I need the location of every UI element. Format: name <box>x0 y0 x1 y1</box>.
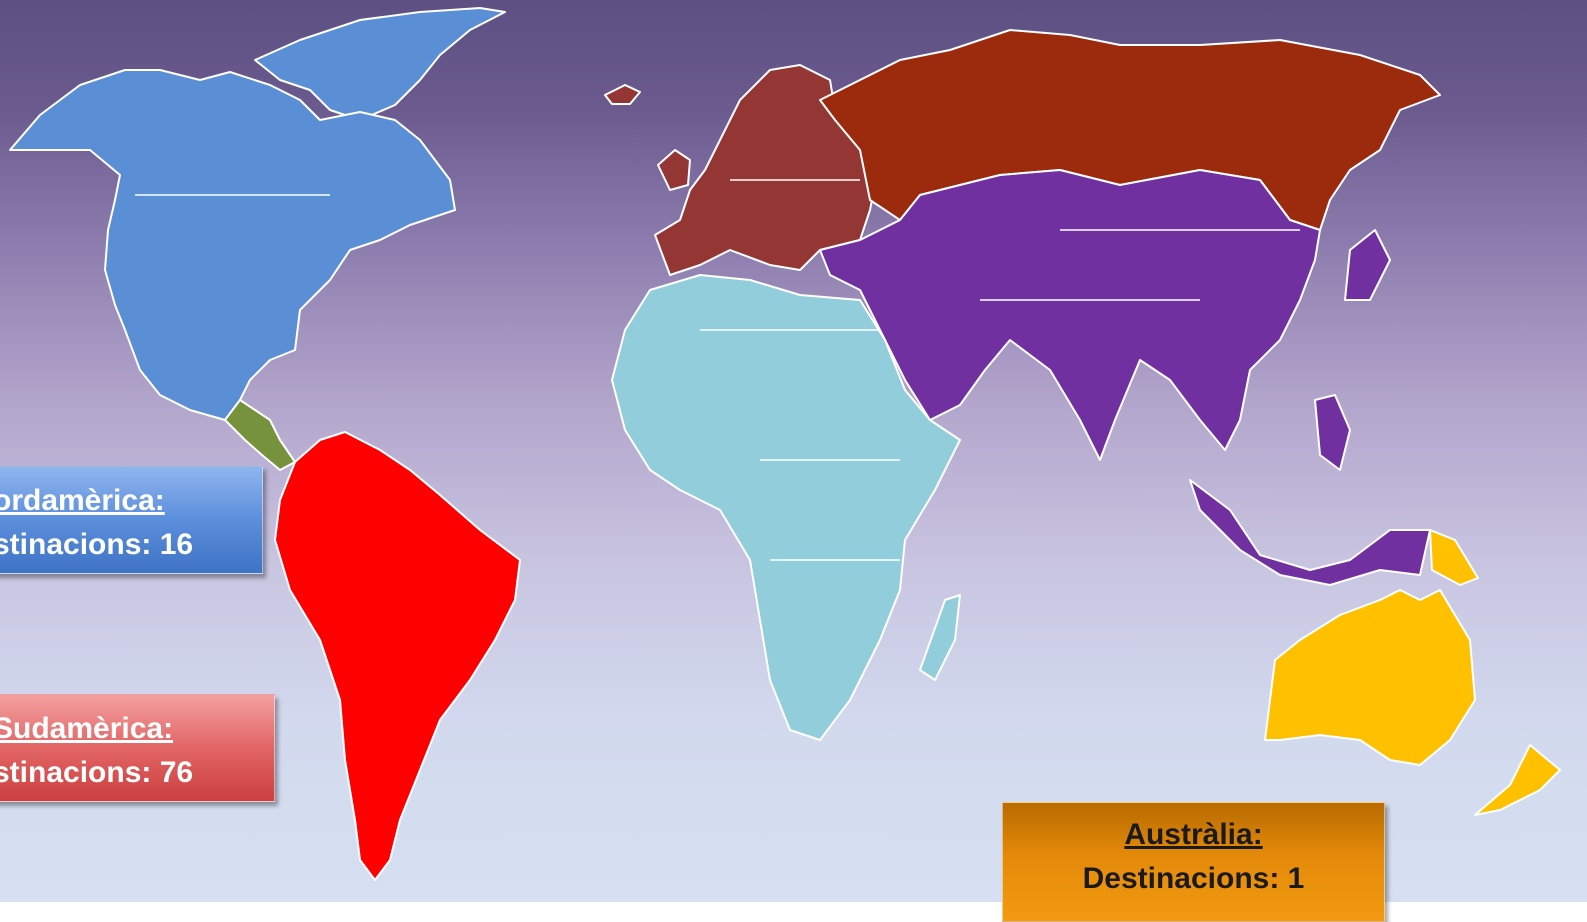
north-america-label: ordamèrica: stinacions: 16 <box>0 466 263 574</box>
region-africa[interactable] <box>611 274 961 741</box>
north-america-title: ordamèrica: <box>0 484 165 517</box>
australia-label: Austràlia: Destinacions: 1 <box>1002 802 1385 922</box>
south-america-count: stinacions: 76 <box>0 756 194 789</box>
region-philippines[interactable] <box>1314 394 1351 471</box>
world-map <box>9 7 1561 881</box>
australia-count: Destinacions: 1 <box>1082 862 1305 895</box>
region-indonesia[interactable] <box>1189 479 1431 586</box>
north-america-count: stinacions: 16 <box>0 528 194 561</box>
region-greenland[interactable] <box>254 7 506 121</box>
border-lines <box>135 179 1300 561</box>
region-australia[interactable] <box>1264 589 1476 766</box>
australia-title: Austràlia: <box>1124 818 1263 851</box>
region-japan[interactable] <box>1344 229 1391 301</box>
region-south-america[interactable] <box>274 431 521 881</box>
region-papua[interactable] <box>1429 529 1479 586</box>
region-asia[interactable] <box>819 169 1321 461</box>
region-iceland[interactable] <box>604 84 641 105</box>
region-central-america[interactable] <box>224 399 296 471</box>
region-britain[interactable] <box>657 149 691 191</box>
south-america-label: Sudamèrica: stinacions: 76 <box>0 694 275 802</box>
region-north-america[interactable] <box>9 69 456 421</box>
region-new-zealand[interactable] <box>1474 744 1561 816</box>
region-madagascar[interactable] <box>919 594 961 681</box>
south-america-title: Sudamèrica: <box>0 712 174 745</box>
